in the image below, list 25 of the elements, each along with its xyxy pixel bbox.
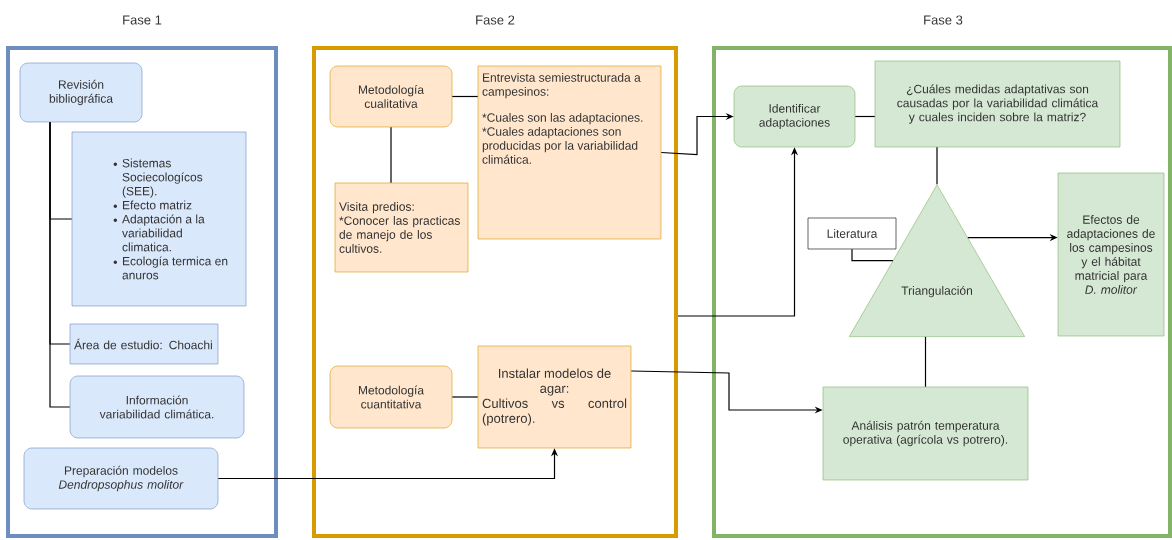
text-box: Instalar modelos de agar: Cultivos vs control (potrero). [477, 345, 632, 449]
connector-line [49, 121, 71, 408]
connector-line [854, 115, 876, 118]
connector-line [451, 396, 479, 398]
text-box: Visita predios: *Conocer las practicas de manejo de los cultivos. [334, 182, 469, 273]
rounded-box: Metodología cualitativa [329, 65, 453, 128]
phase-heading: Fase 1 [123, 15, 162, 25]
text-box: Entrevista semiestructurada a campesinos: *Cuales son las adaptaciones. *Cuales adaptaciones son producidas por la variabilidad climática. [477, 65, 662, 240]
phase-heading: Fase 3 [924, 15, 963, 25]
text-box: Literatura [807, 217, 897, 250]
connector-line [390, 126, 392, 184]
bullet-list-box: Sistemas Sociecologícos (SEE). Efecto matriz Adaptación a la variabilidad climatica. Ecología termica en anuros [71, 131, 247, 307]
rounded-box: Metodología cuantitativa [329, 365, 453, 429]
rounded-box: Información variabilidad climática. [69, 375, 245, 439]
connector-line [936, 146, 938, 185]
text-box: Análisis patrón temperatura operativa (agrícola vs potrero). [822, 386, 1029, 481]
text-box: Efectos de adaptaciones de los campesinos y el hábitat matricial para D. molitor [1057, 172, 1165, 337]
text-box: ¿Cuáles medidas adaptativas son causadas por la variabilidad climática y cuales inciden sobre la matriz? [874, 60, 1121, 148]
connector-line [451, 95, 479, 98]
phase-heading: Fase 2 [476, 15, 515, 25]
rounded-box: Revisión bibliográfica [19, 62, 143, 123]
text-box: Área de estudio: Choachi [69, 323, 219, 365]
connector-line [924, 336, 927, 388]
rounded-box: Identificar adaptaciones [733, 85, 856, 148]
rounded-box: Preparación modelos Dendropsophus molitor [23, 447, 219, 510]
